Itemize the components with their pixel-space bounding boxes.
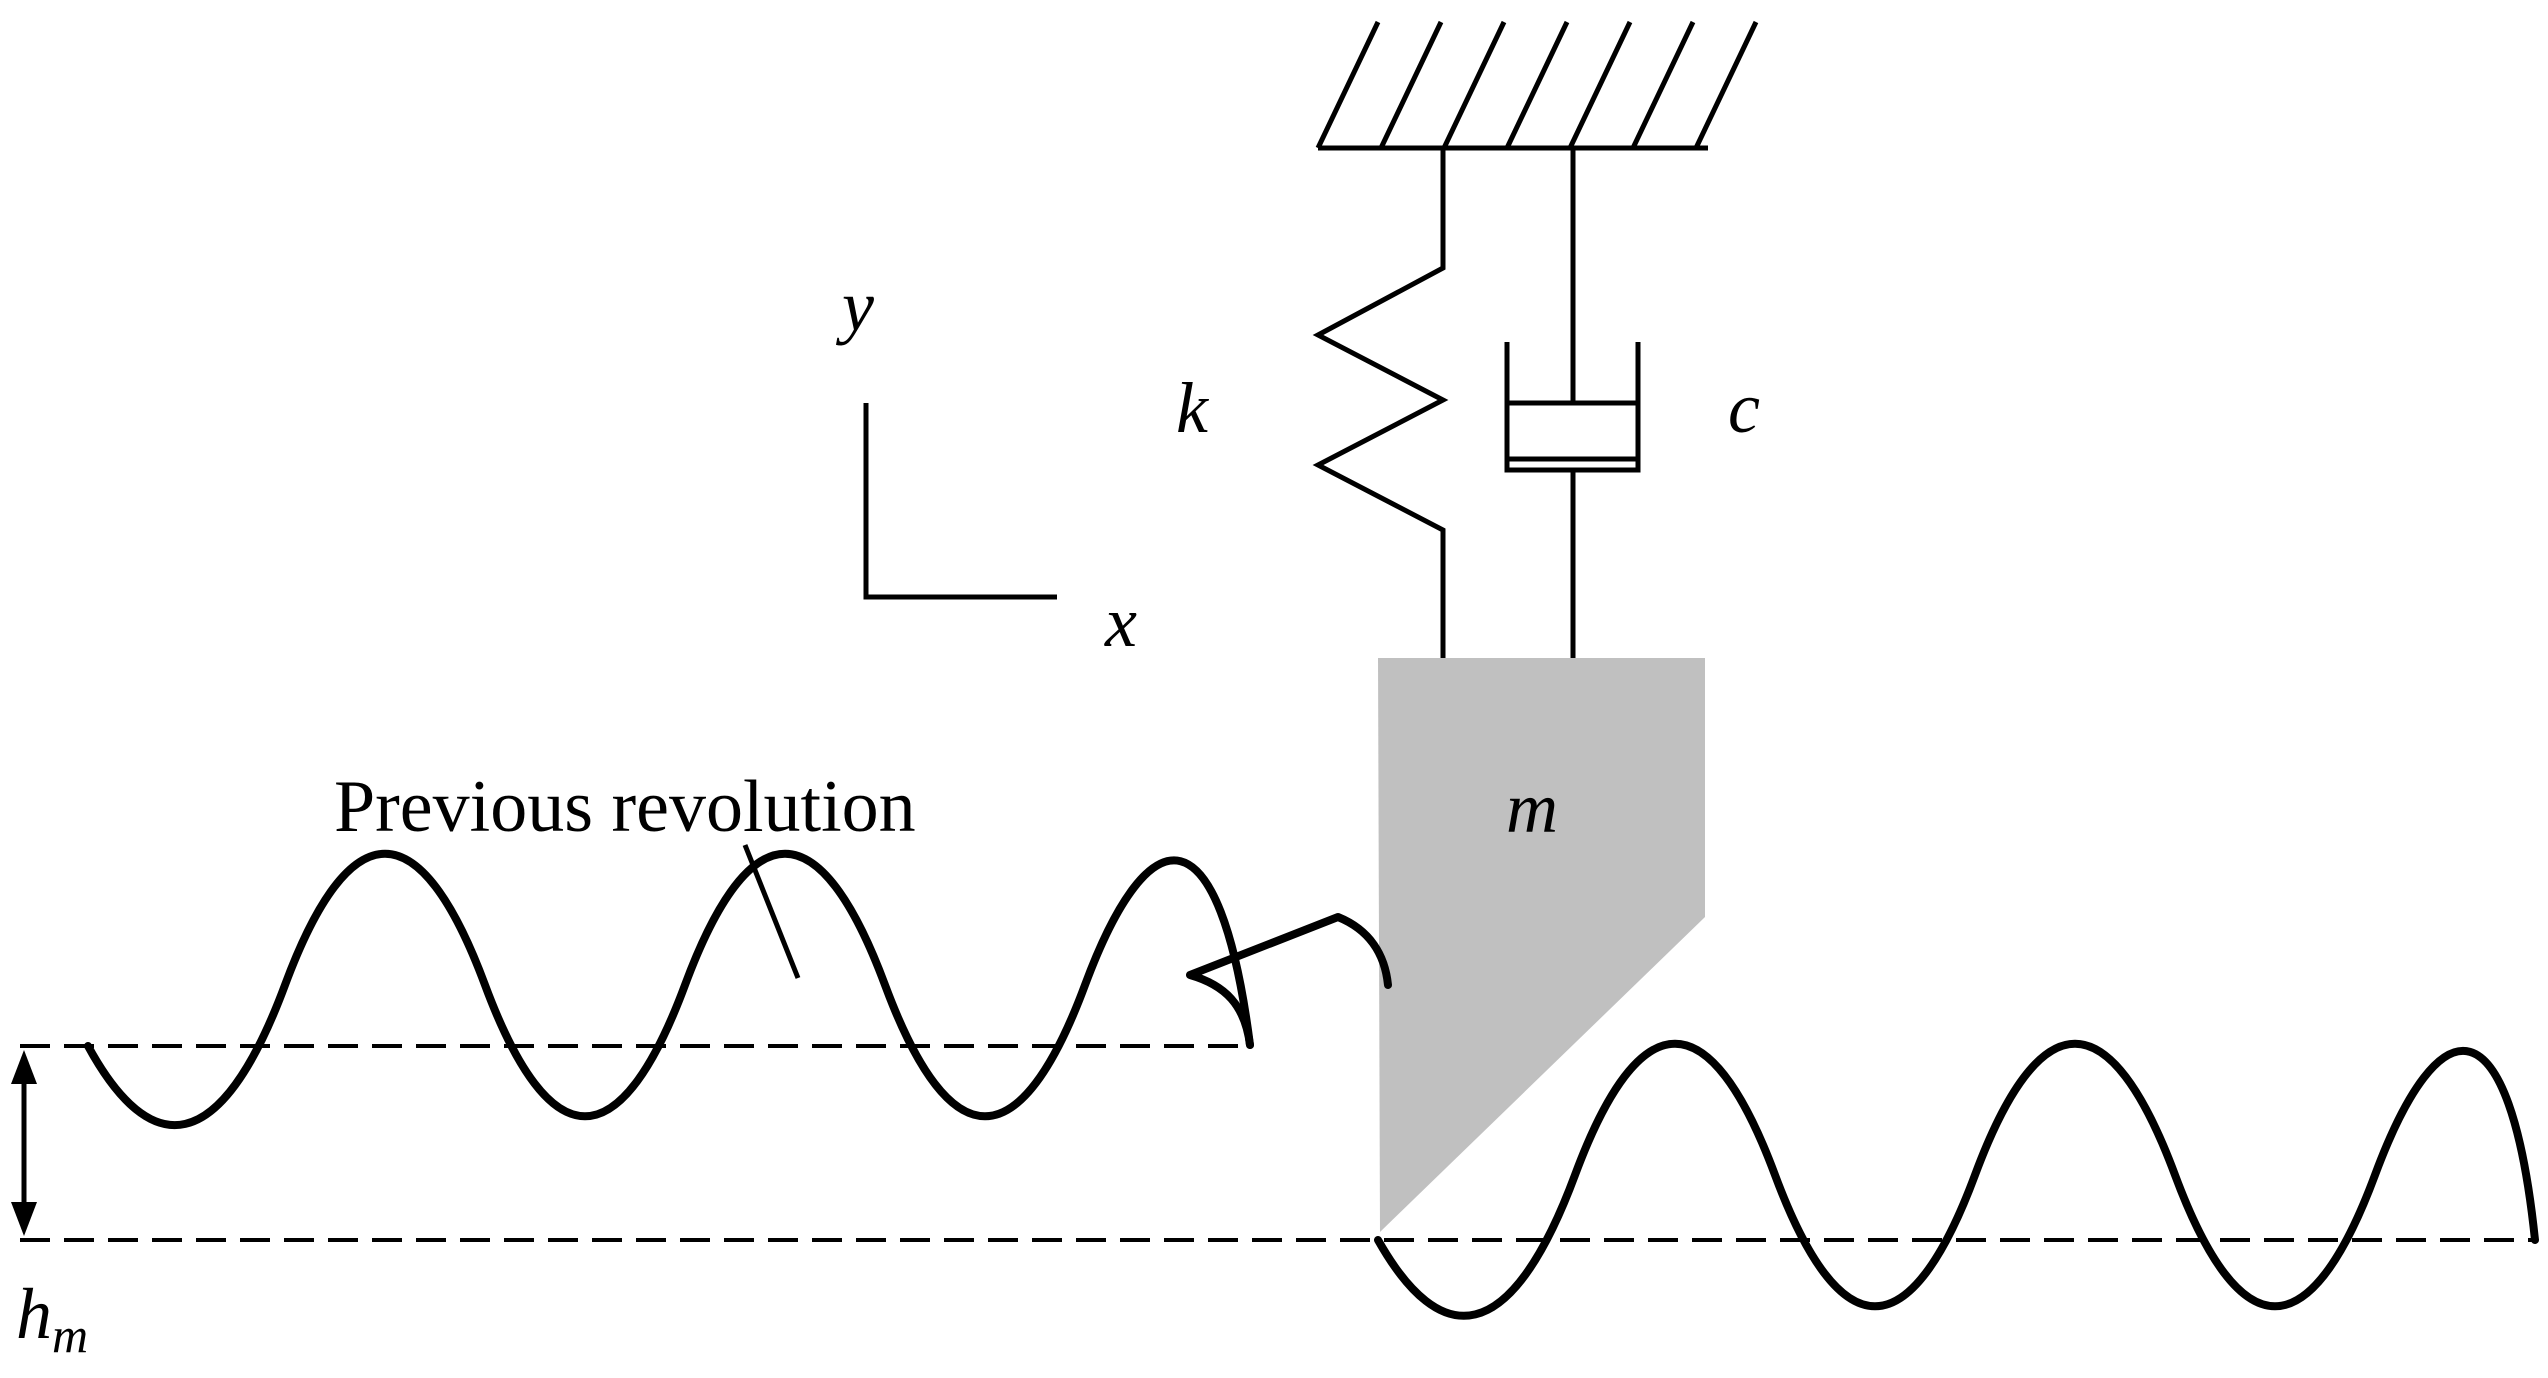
current-surface bbox=[1374, 1039, 2539, 1320]
previous-revolution-leader bbox=[742, 844, 801, 979]
previous-revolution-label: Previous revolution bbox=[334, 766, 916, 848]
chip-thickness-subscript: m bbox=[52, 1307, 89, 1363]
chip-thickness-label: hm bbox=[16, 1278, 88, 1360]
stiffness-label: k bbox=[1176, 368, 1208, 448]
fixed-support bbox=[1315, 20, 1759, 151]
chip-thickness-arrow bbox=[11, 1050, 37, 1236]
support-hatching bbox=[1315, 20, 1759, 150]
arrowhead-down bbox=[11, 1202, 37, 1236]
mass-label: m bbox=[1506, 768, 1558, 848]
cutting-tool bbox=[1378, 658, 1705, 1232]
axis-y-label: y bbox=[842, 266, 874, 346]
arrowhead-up bbox=[11, 1050, 37, 1084]
coordinate-axes bbox=[863, 403, 1057, 600]
damping-label: c bbox=[1728, 368, 1760, 448]
spring bbox=[1312, 148, 1449, 662]
damper bbox=[1504, 148, 1641, 662]
previous-revolution-surface bbox=[84, 849, 1254, 1130]
axis-x-label: x bbox=[1105, 582, 1137, 662]
chip bbox=[1186, 913, 1392, 1049]
damper-piston bbox=[1504, 400, 1641, 462]
chip-thickness-symbol: h bbox=[16, 1274, 52, 1354]
